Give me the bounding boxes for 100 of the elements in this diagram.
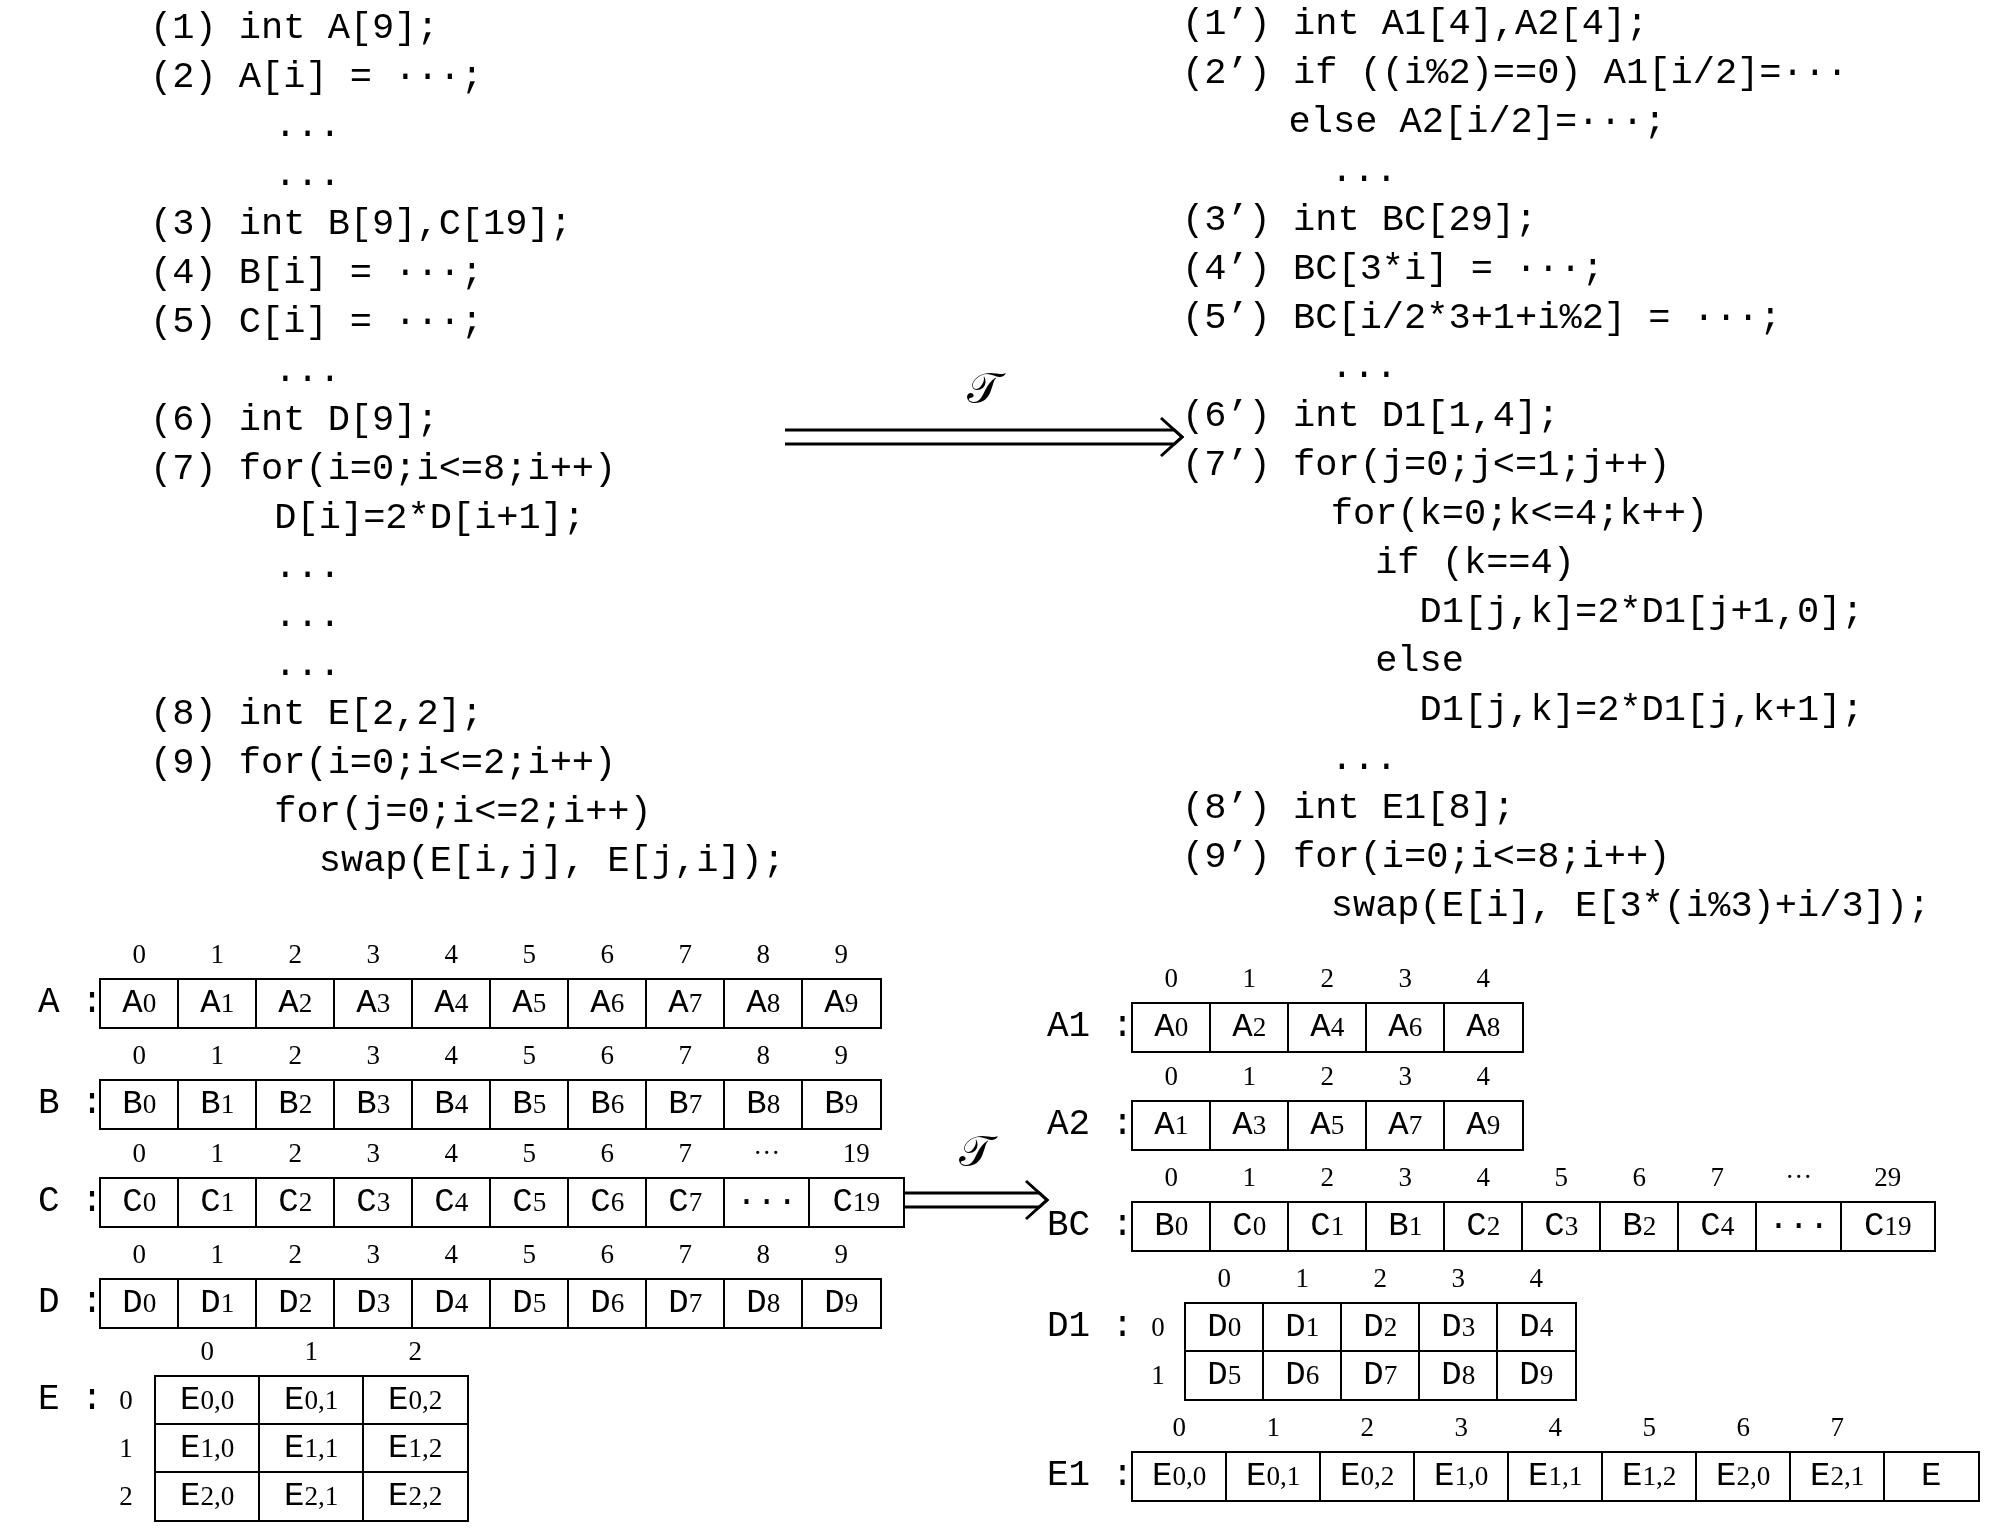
index-number: 6 (1736, 1411, 1750, 1443)
code-line: ... (1330, 737, 1398, 782)
index-number: 5 (522, 1238, 536, 1270)
index-number: 9 (834, 1039, 848, 1071)
index-number: 0 (1164, 962, 1178, 994)
index-number: 6 (600, 1238, 614, 1270)
index-number: 2 (288, 1238, 302, 1270)
code-line: for(k=0;k<=4;k++) (1330, 492, 1709, 537)
index-number: 6 (600, 1137, 614, 1169)
index-number: 0 (1164, 1060, 1178, 1092)
index-number: 3 (366, 1137, 380, 1169)
index-number: 3 (1398, 1060, 1412, 1092)
array-name: D1 : (1047, 1305, 1134, 1350)
index-number: 6 (600, 938, 614, 970)
code-line: swap(E[i], E[3*(i%3)+i/3]); (1330, 884, 1931, 929)
code-line: (3’) int BC[29]; (1182, 198, 1538, 243)
index-number: 5 (522, 1039, 536, 1071)
code-line: (4) B[i] = ···; (150, 251, 484, 296)
index-number: 6 (1632, 1161, 1646, 1193)
code-line: ... (1330, 345, 1398, 390)
array-name: A1 : (1047, 1005, 1134, 1050)
array-name: E : (38, 1378, 103, 1423)
index-number: 2 (1320, 962, 1334, 994)
code-line: ... (274, 545, 341, 590)
index-number: 0 (132, 1137, 146, 1169)
index-number: 3 (1398, 962, 1412, 994)
code-line: ... (274, 643, 341, 688)
array-cell: ··· (723, 1177, 811, 1228)
index-number: 0 (132, 1039, 146, 1071)
index-number: 3 (1398, 1161, 1412, 1193)
index-number: 4 (1476, 1060, 1490, 1092)
index-number: 3 (366, 1039, 380, 1071)
index-number: 1 (304, 1335, 318, 1367)
array-name: E1 : (1047, 1454, 1134, 1499)
code-line: D[i]=2*D[i+1]; (274, 496, 586, 541)
index-number: 0 (119, 1384, 133, 1417)
index-number: 2 (1320, 1060, 1334, 1092)
index-number: 29 (1874, 1161, 1902, 1193)
code-line: (1) int A[9]; (150, 6, 439, 51)
index-number: 7 (678, 1137, 692, 1169)
code-line: ... (274, 153, 341, 198)
index-number: 5 (522, 1137, 536, 1169)
index-number: 7 (678, 1039, 692, 1071)
code-line: (2’) if ((i%2)==0) A1[i/2]=··· (1182, 51, 1849, 96)
code-line: (9) for(i=0;i<=2;i++) (150, 741, 617, 786)
code-line: for(j=0;i<=2;i++) (274, 790, 652, 835)
index-number: 7 (678, 1238, 692, 1270)
index-number: 4 (1548, 1411, 1562, 1443)
index-number: 7 (1710, 1161, 1724, 1193)
index-number: 9 (834, 1238, 848, 1270)
index-number: 5 (1554, 1161, 1568, 1193)
index-number: 6 (600, 1039, 614, 1071)
index-number: 3 (1451, 1262, 1465, 1294)
index-number: 2 (1360, 1411, 1374, 1443)
index-number: 3 (366, 1238, 380, 1270)
array-cell: E (1883, 1451, 1980, 1502)
code-line: ... (274, 594, 341, 639)
code-line: (2) A[i] = ···; (150, 55, 484, 100)
code-line: (9’) for(i=0;i<=8;i++) (1182, 835, 1671, 880)
code-line: else (1375, 639, 1464, 684)
array-cell: ··· (1755, 1201, 1843, 1252)
index-number: 2 (288, 1039, 302, 1071)
index-number: 7 (678, 938, 692, 970)
index-number: 1 (1242, 1060, 1256, 1092)
code-line: ... (274, 349, 341, 394)
code-line: (7) for(i=0;i<=8;i++) (150, 447, 617, 492)
index-number: 2 (119, 1480, 133, 1513)
code-line: D1[j,k]=2*D1[j+1,0]; (1419, 590, 1864, 635)
index-number: 4 (444, 1238, 458, 1270)
code-line: ... (1330, 149, 1398, 194)
index-number: 8 (756, 1039, 770, 1071)
index-number: 7 (1830, 1411, 1844, 1443)
index-number: 3 (1454, 1411, 1468, 1443)
index-number: 4 (1476, 1161, 1490, 1193)
index-number: 1 (119, 1432, 133, 1465)
index-number: 0 (1151, 1311, 1165, 1344)
double-arrow (903, 1179, 1050, 1221)
code-line: (4’) BC[3*i] = ···; (1182, 247, 1604, 292)
code-line: (6) int D[9]; (150, 398, 439, 443)
index-number: 4 (444, 1137, 458, 1169)
code-line: swap(E[i,j], E[j,i]); (318, 839, 785, 884)
index-number: 0 (1172, 1411, 1186, 1443)
index-number: 4 (1529, 1262, 1543, 1294)
index-number: 0 (200, 1335, 214, 1367)
index-number: 1 (1151, 1359, 1165, 1392)
index-number: 8 (756, 1238, 770, 1270)
index-number: 4 (1476, 962, 1490, 994)
index-number: 4 (444, 1039, 458, 1071)
index-number: 0 (1217, 1262, 1231, 1294)
array-name: A2 : (1047, 1103, 1134, 1148)
index-number: 2 (1373, 1262, 1387, 1294)
index-number: 1 (210, 1137, 224, 1169)
index-number: 2 (408, 1335, 422, 1367)
index-number: 1 (210, 1238, 224, 1270)
index-number: 4 (444, 938, 458, 970)
array-name: BC : (1047, 1204, 1134, 1249)
index-number: 1 (1295, 1262, 1309, 1294)
index-number: 2 (1320, 1161, 1334, 1193)
index-number: 5 (522, 938, 536, 970)
index-number: 0 (132, 1238, 146, 1270)
